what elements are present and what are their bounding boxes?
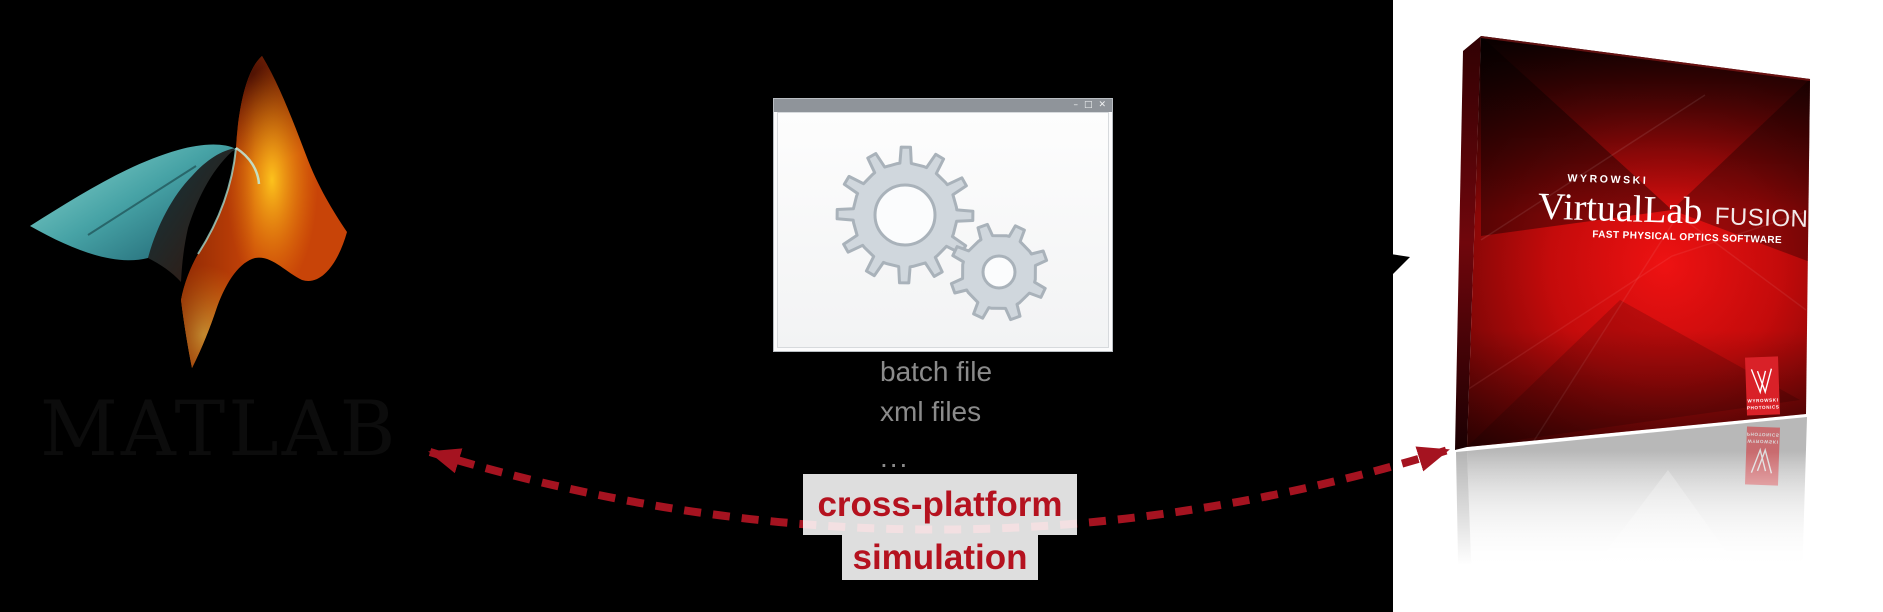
list-item: ... xyxy=(880,442,910,473)
product-box: WYROWSKI PHOTONICS xyxy=(1455,36,1811,450)
cross-platform-label: cross-platform simulation xyxy=(760,474,1120,580)
box-spine xyxy=(1455,36,1481,450)
black-arrow xyxy=(1189,253,1410,303)
list-item: xml files xyxy=(880,396,982,427)
matlab-wordmark: MATLAB xyxy=(40,384,399,473)
close-icon[interactable]: ✕ xyxy=(1098,100,1106,110)
box-reflection xyxy=(1450,417,1883,612)
file-list: batch file xml files ... xyxy=(880,352,992,478)
product-title: VirtualLab xyxy=(1537,185,1703,232)
minimize-icon[interactable]: – xyxy=(1073,100,1078,110)
label-line-1: cross-platform xyxy=(803,474,1077,535)
large-gear-icon-hole xyxy=(873,183,937,247)
brand-text: WYROWSKI xyxy=(1567,172,1648,187)
svg-text:VirtualLab FUSION: VirtualLab FUSION xyxy=(1537,185,1809,235)
maximize-icon[interactable]: □ xyxy=(1083,100,1093,110)
dashed-arrow xyxy=(428,446,1450,534)
wyrowski-logo-icon: WYROWSKI PHOTONICS xyxy=(1744,356,1781,416)
matlab-fold xyxy=(148,148,236,282)
product-edition: FUSION xyxy=(1714,203,1808,233)
logo-line-2: PHOTONICS xyxy=(1747,404,1780,410)
gears-icon xyxy=(835,145,1049,322)
window-titlebar: – □ ✕ xyxy=(774,99,1112,112)
label-line-2: simulation xyxy=(842,535,1038,580)
matlab-teal-wing xyxy=(30,144,236,261)
logo-line-1: WYROWSKI xyxy=(1747,397,1778,403)
list-item: batch file xyxy=(880,356,993,387)
matlab-logo-icon xyxy=(30,56,347,368)
small-gear-icon-hole xyxy=(981,254,1017,290)
